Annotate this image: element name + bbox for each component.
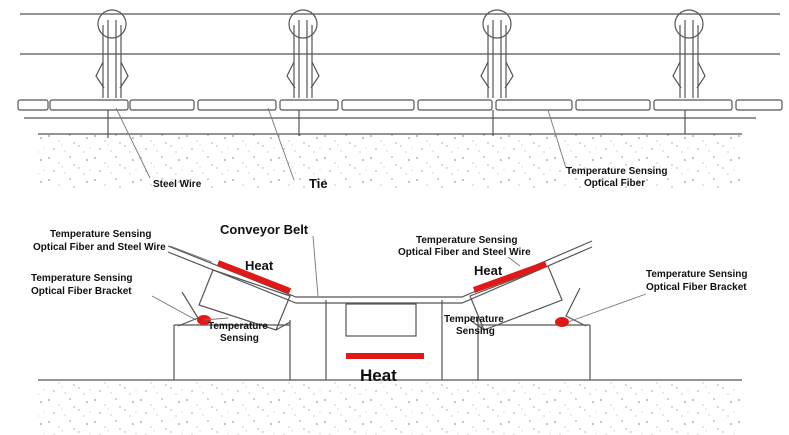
right-fiber-wire-label-line2: Optical Fiber and Steel Wire	[398, 247, 531, 258]
heat-bar-right	[472, 261, 548, 293]
right-sensing-label-line1: Temperature	[444, 314, 504, 325]
left-sensing-label-line2: Sensing	[220, 333, 259, 344]
left-fiber-wire-label-line1: Temperature Sensing	[50, 229, 152, 240]
right-fiber-wire-label-line1: Temperature Sensing	[416, 235, 518, 246]
conveyor-belt-inner	[167, 246, 593, 304]
steel-wire-leader	[115, 107, 151, 179]
left-bracket-leader	[151, 295, 197, 321]
left-wing-link	[275, 321, 291, 331]
bottom-ground-gravel	[38, 381, 742, 435]
tie-segment	[49, 99, 129, 111]
right-wing-bracket	[565, 287, 587, 327]
right-sensing-label-line2: Sensing	[456, 326, 495, 337]
right-fiber-wire-leader	[507, 256, 521, 267]
tie-segment	[129, 99, 195, 111]
right-sensing-leader	[469, 315, 479, 319]
center-roller	[345, 303, 417, 337]
heat-label-right: Heat	[474, 263, 503, 278]
heat-label-bottom: Heat	[360, 366, 397, 385]
fiber-sensor-right	[555, 317, 569, 327]
conveyor-belt-leader	[312, 235, 319, 297]
left-bracket-label-line2: Optical Fiber Bracket	[31, 286, 132, 297]
left-bracket-label-line1: Temperature Sensing	[31, 273, 133, 284]
right-bracket-label-line1: Temperature Sensing	[646, 269, 748, 280]
fiber-label-line2: Optical Fiber	[584, 178, 645, 189]
roller-support	[480, 9, 514, 136]
right-wing-roller	[469, 265, 563, 331]
tie-segment	[279, 99, 339, 111]
heat-label-left: Heat	[245, 258, 274, 273]
tie-segment	[17, 99, 49, 111]
fiber-label-line1: Temperature Sensing	[566, 166, 668, 177]
tie-segment	[495, 99, 573, 111]
tie-label: Tie	[309, 176, 328, 191]
tie-segment	[653, 99, 733, 111]
left-fiber-wire-leader	[169, 245, 213, 263]
top-view: Steel Wire Tie Temperature Sensing Optic…	[17, 9, 783, 191]
left-sensing-leader	[203, 317, 229, 321]
steel-wire-label: Steel Wire	[153, 179, 202, 190]
roller-support	[286, 9, 320, 136]
right-bracket-label-line2: Optical Fiber Bracket	[646, 282, 747, 293]
left-sensing-label-line1: Temperature	[208, 321, 268, 332]
tie-segments	[17, 99, 783, 111]
tie-segment	[735, 99, 783, 111]
fiber-leader	[547, 109, 567, 169]
tie-leader	[267, 107, 295, 181]
tie-segment	[197, 99, 277, 111]
left-wing-bracket	[177, 291, 199, 327]
tie-segment	[417, 99, 493, 111]
roller-support	[95, 9, 129, 138]
bottom-view: Temperature Sensing Optical Fiber and St…	[31, 222, 748, 435]
heat-bar-left	[216, 260, 292, 294]
left-fiber-wire-label-line2: Optical Fiber and Steel Wire	[33, 242, 166, 253]
top-ground-gravel	[38, 134, 742, 188]
right-bracket-leader	[567, 293, 647, 323]
tie-segment	[341, 99, 415, 111]
tie-segment	[575, 99, 651, 111]
roller-support	[672, 9, 706, 134]
right-wing-link	[469, 319, 485, 331]
conveyor-belt-label: Conveyor Belt	[220, 222, 309, 237]
